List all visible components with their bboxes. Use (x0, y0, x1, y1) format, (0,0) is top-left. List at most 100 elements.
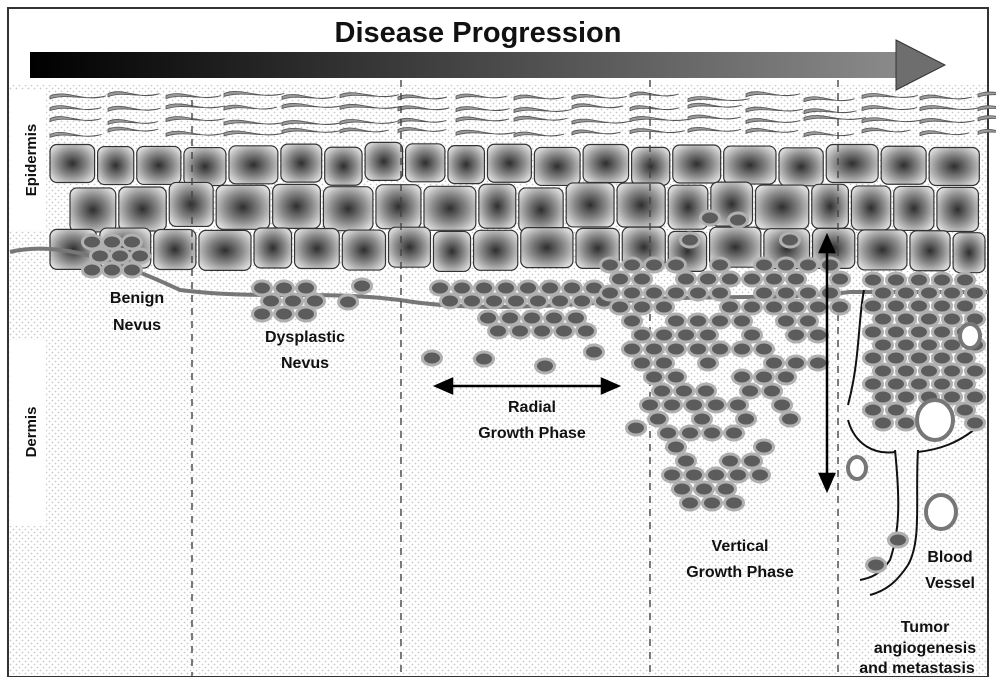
melanocyte-cell (781, 233, 800, 247)
melanocyte-cell (667, 440, 686, 454)
melanocyte-cell (253, 307, 272, 321)
melanocyte-cell (725, 426, 744, 440)
melanocyte-cell (585, 345, 604, 359)
melanocyte-cell (697, 384, 716, 398)
melanocyte-cell (655, 300, 674, 314)
melanocyte-cell (623, 258, 642, 272)
melanocyte-cell (655, 328, 674, 342)
melanocyte-cell (699, 356, 718, 370)
melanocyte-cell (685, 468, 704, 482)
dysplastic-nevus-label-line1: Dysplastic (265, 329, 345, 346)
keratinocyte (254, 228, 292, 268)
melanocyte-cell (353, 279, 372, 293)
melanocyte-cell (711, 342, 730, 356)
melanocyte-cell (831, 272, 850, 286)
melanocyte-cell (485, 294, 504, 308)
keratinocyte (724, 146, 776, 184)
dysplastic-nevus-label-line2: Nevus (281, 355, 329, 372)
melanocyte-cell (741, 384, 760, 398)
melanocyte-cell (663, 468, 682, 482)
melanocyte-cell (339, 295, 358, 309)
keratinocyte (583, 145, 629, 183)
melanocyte-cell (441, 294, 460, 308)
melanocyte-cell (659, 426, 678, 440)
melanocyte-cell (611, 300, 630, 314)
melanocyte-cell (623, 342, 642, 356)
keratinocyte (137, 146, 181, 184)
melanocyte-cell (667, 314, 686, 328)
melanocyte-cell (743, 328, 762, 342)
melanocyte-cell (577, 324, 596, 338)
keratinocyte (521, 228, 573, 268)
melanocyte-cell (667, 342, 686, 356)
melanocyte-cell (667, 258, 686, 272)
keratinocyte (632, 147, 670, 185)
melanocyte-cell (867, 558, 886, 572)
melanocyte-cell (703, 426, 722, 440)
melanocyte-cell (711, 314, 730, 328)
keratinocyte (937, 187, 978, 231)
melanocyte-cell (623, 286, 642, 300)
keratinocyte (851, 186, 890, 230)
melanocyte-cell (777, 286, 796, 300)
keratinocyte (295, 229, 340, 269)
radial-growth-label-line1: Radial (508, 399, 556, 416)
tumor-label-line1: Tumor (901, 619, 950, 636)
melanocyte-cell (275, 307, 294, 321)
melanocyte-cell (743, 272, 762, 286)
keratinocyte (953, 233, 985, 273)
benign-nevus-label-line1: Benign (110, 290, 164, 307)
melanocyte-cell (701, 211, 720, 225)
melanocyte-cell (781, 412, 800, 426)
keratinocyte (98, 147, 134, 185)
melanocyte-cell (91, 249, 110, 263)
benign-nevus-label-line2: Nevus (113, 317, 161, 334)
keratinocyte (826, 144, 878, 182)
melanocyte-cell (787, 328, 806, 342)
melanocyte-cell (777, 314, 796, 328)
melanocyte-cell (645, 370, 664, 384)
keratinocyte (406, 144, 445, 182)
melanocyte-cell (677, 454, 696, 468)
melanocyte-cell (725, 496, 744, 510)
keratinocyte (673, 145, 721, 183)
melanocyte-cell (733, 314, 752, 328)
melanocyte-cell (103, 263, 122, 277)
melanocyte-cell (721, 300, 740, 314)
keratinocyte (881, 146, 926, 184)
keratinocyte (216, 185, 270, 229)
vertical-growth-label-line1: Vertical (712, 538, 769, 555)
melanocyte-cell (765, 300, 784, 314)
melanocyte-cell (655, 356, 674, 370)
keratinocyte (929, 147, 979, 185)
keratinocyte (273, 184, 321, 228)
melanocyte-cell (773, 398, 792, 412)
melanocyte-cell (675, 384, 694, 398)
melanocyte-cell (765, 272, 784, 286)
keratinocyte (894, 186, 934, 230)
melanocyte-cell (463, 294, 482, 308)
keratinocyte (154, 230, 196, 270)
melanocyte-cell (743, 300, 762, 314)
melanocyte-cell (897, 416, 916, 430)
melanocyte-cell (551, 294, 570, 308)
keratinocyte (229, 146, 278, 184)
epidermis-label: Epidermis (23, 124, 40, 197)
keratinocyte (119, 187, 166, 231)
melanocyte-cell (645, 286, 664, 300)
melanocyte-cell (737, 412, 756, 426)
melanocyte-cell (821, 286, 840, 300)
melanocyte-cell (755, 286, 774, 300)
keratinocyte (325, 147, 362, 185)
melanocyte-cell (601, 286, 620, 300)
melanocyte-cell (689, 314, 708, 328)
keratinocyte (376, 185, 421, 229)
keratinocyte (281, 144, 322, 182)
melanocyte-cell (777, 370, 796, 384)
melanocyte-cell (423, 351, 442, 365)
melanocyte-cell (533, 324, 552, 338)
melanocyte-cell (623, 314, 642, 328)
melanocyte-cell (667, 286, 686, 300)
melanocyte-cell (489, 324, 508, 338)
